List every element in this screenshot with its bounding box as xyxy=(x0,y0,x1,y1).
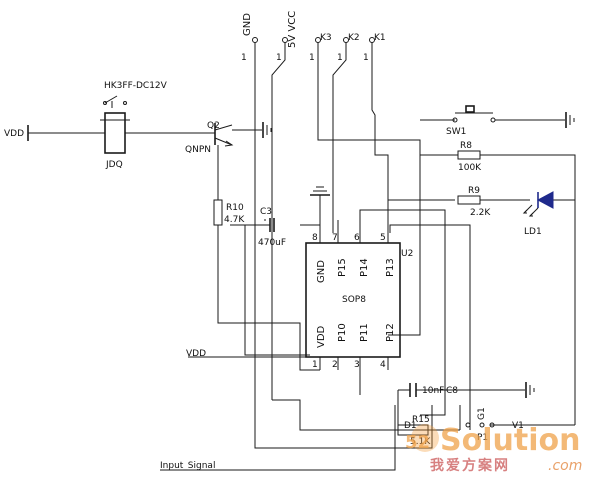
resistor-r15-designator: R15 xyxy=(412,415,430,425)
led-designator-label: LD1 xyxy=(524,227,542,237)
ic-designator-label: U2 xyxy=(401,249,413,259)
resistor-r9: R9 2.2K xyxy=(457,186,491,218)
transistor-type-label: QNPN xyxy=(185,145,211,155)
capacitor-c3: C3 470uF xyxy=(258,207,286,248)
capacitor-c8-designator: C8 xyxy=(446,386,458,396)
ic-pin3-name: P11 xyxy=(359,323,370,342)
ic-pin8-number: 8 xyxy=(312,233,318,243)
resistor-r8: R8 100K xyxy=(457,141,482,173)
ic-pin3-number: 3 xyxy=(354,360,360,370)
watermark-logo: 52 Solution 我爱方案网 .com xyxy=(405,423,582,474)
input-signal-label: Input_Signal xyxy=(160,461,215,471)
ground-symbol-q2 xyxy=(262,122,272,138)
vdd-left-label: VDD xyxy=(4,129,24,139)
ic-pin5-name: P13 xyxy=(385,258,396,277)
resistor-r9-designator: R9 xyxy=(468,186,480,196)
connector-p1-label-g1: G1 xyxy=(477,407,487,420)
watermark-domain: .com xyxy=(548,458,582,474)
relay: HK3FF-DC12V JDQ xyxy=(100,81,168,170)
resistor-r8-value: 100K xyxy=(458,163,482,173)
wires xyxy=(28,42,576,471)
connector-p1-designator: P1 xyxy=(477,433,488,443)
ic-pin4-name: P12 xyxy=(385,323,396,342)
ic-pin2-number: 2 xyxy=(332,360,338,370)
capacitor-c3-designator: C3 xyxy=(260,207,272,217)
resistor-r15-value: 5.1K xyxy=(410,437,431,447)
connector-label-k3: K3 xyxy=(320,33,332,43)
ic-pin4-number: 4 xyxy=(380,360,386,370)
ic-u2: 8 7 6 5 GND P15 P14 P13 U2 SOP8 VDD P10 … xyxy=(305,233,413,370)
connector-label-k2: K2 xyxy=(348,33,360,43)
connector-p1-label-v1: V1 xyxy=(512,421,524,431)
connector-label-vcc: 5V VCC xyxy=(287,11,298,48)
connector-pin-number-k3: 1 xyxy=(309,53,315,63)
ic-pin1-number: 1 xyxy=(312,360,318,370)
connector-p1: D1 G1 V1 P1 xyxy=(404,407,524,443)
ground-symbol-sw1 xyxy=(565,112,575,128)
ground-symbol-ic xyxy=(310,186,330,205)
ic-pin5-number: 5 xyxy=(380,233,386,243)
connector-label-k1: K1 xyxy=(374,33,386,43)
watermark-cn-text: 我爱方案网 xyxy=(430,457,510,474)
transistor-designator-label: Q2 xyxy=(207,121,220,131)
resistor-r15: R15 5.1K xyxy=(397,415,431,447)
resistor-r9-value: 2.2K xyxy=(470,208,491,218)
ic-pin7-number: 7 xyxy=(332,233,338,243)
vdd-bottom-label: VDD xyxy=(186,349,206,359)
switch-designator-label: SW1 xyxy=(446,127,466,137)
ground-symbol-c8 xyxy=(525,382,535,398)
capacitor-c3-value: 470uF xyxy=(258,238,286,248)
ic-pin1-name: VDD xyxy=(316,325,327,348)
connector-pin-number-gnd: 1 xyxy=(241,53,247,63)
ic-package-label: SOP8 xyxy=(342,295,366,305)
connector-pin-number-k2: 1 xyxy=(337,53,343,63)
resistor-r10-value: 4.7K xyxy=(224,215,245,225)
resistor-r10-designator: R10 xyxy=(226,203,244,213)
watermark-brand: Solution xyxy=(440,423,580,458)
capacitor-c8: 10nF C8 xyxy=(409,383,458,397)
transistor-q2: Q2 QNPN xyxy=(185,121,234,155)
relay-part-label: HK3FF-DC12V xyxy=(104,81,168,91)
connector-pin-number-vcc: 1 xyxy=(276,53,282,63)
resistor-r8-designator: R8 xyxy=(460,141,472,151)
watermark-digits: 52 xyxy=(405,432,430,453)
connector-p1-label-d1: D1 xyxy=(404,421,417,431)
connector-pin-number-k1: 1 xyxy=(363,53,369,63)
relay-designator-label: JDQ xyxy=(105,160,123,170)
capacitor-c8-value: 10nF xyxy=(422,386,444,396)
ic-pin7-name: P15 xyxy=(337,258,348,277)
ic-pin6-number: 6 xyxy=(354,233,360,243)
ic-pin8-name: GND xyxy=(316,260,327,283)
resistor-r10: R10 4.7K xyxy=(213,199,245,226)
switch-sw1: SW1 xyxy=(446,105,496,137)
led-ld1: LD1 xyxy=(522,191,554,237)
ic-pin2-name: P10 xyxy=(337,323,348,342)
top-connector: GND 5V VCC K3 K2 K1 1 1 1 1 1 xyxy=(241,11,386,63)
connector-label-gnd: GND xyxy=(242,13,253,36)
ic-pin6-name: P14 xyxy=(359,258,370,277)
